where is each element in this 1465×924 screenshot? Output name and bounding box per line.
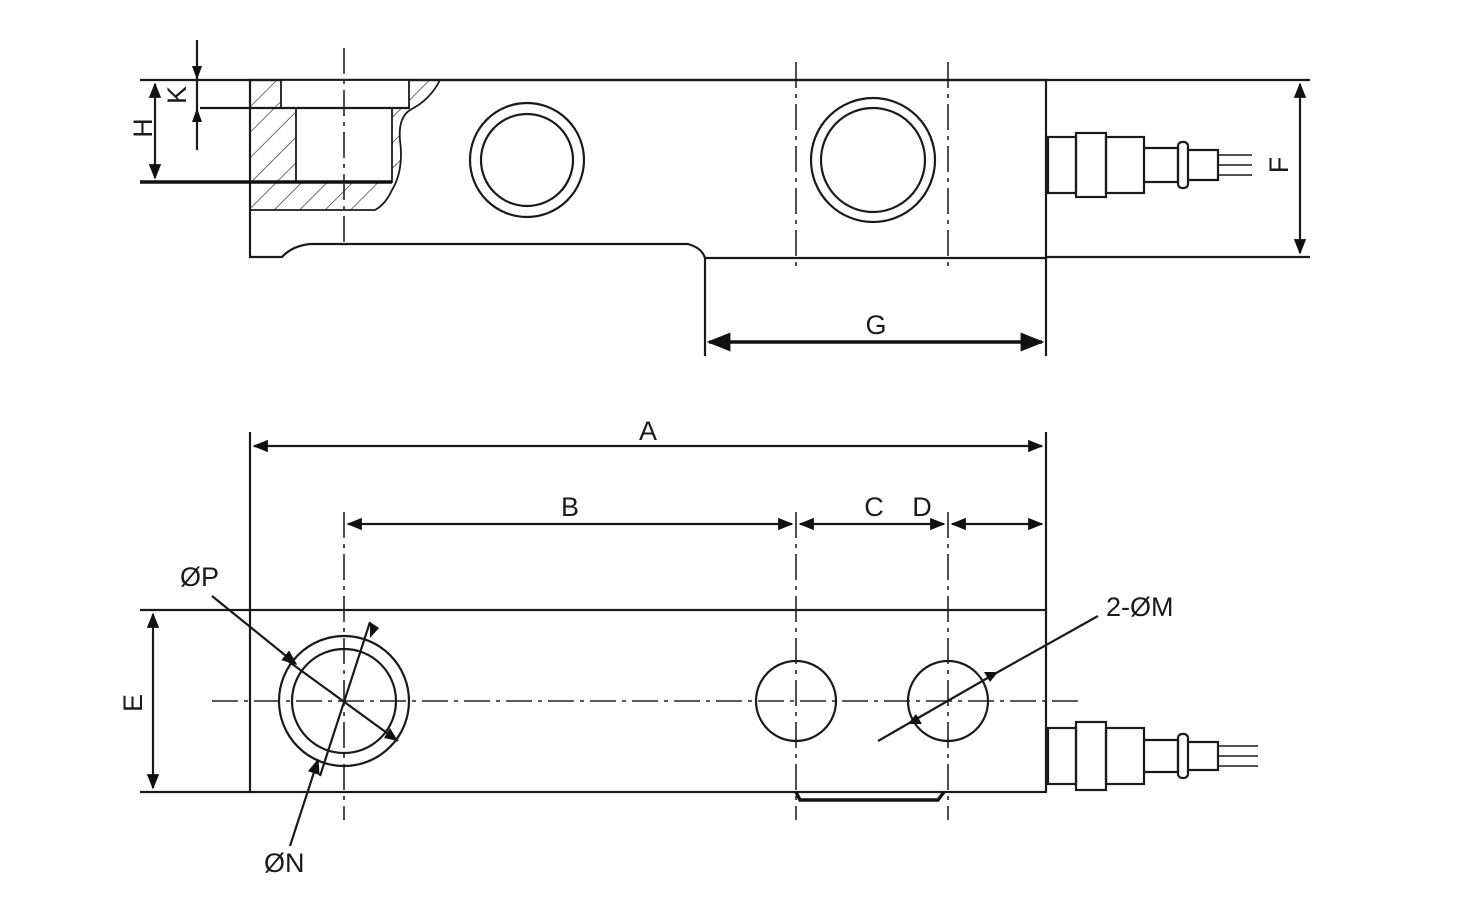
dia-m-leader	[997, 615, 1099, 673]
dim-a-label: A	[639, 416, 657, 446]
dim-m-label: 2-ØM	[1106, 592, 1174, 622]
side-gauge-outer	[468, 101, 586, 219]
top-hole-right	[906, 659, 990, 743]
top-cable-connector	[1046, 720, 1258, 792]
side-cable-connector	[1046, 131, 1252, 199]
top-hole-outer-p	[277, 634, 411, 768]
top-view: A B C D E ØP ØN 2-ØM	[118, 416, 1258, 878]
top-hole-inner-n	[290, 647, 398, 755]
side-view: K H F G	[128, 40, 1310, 356]
side-mount-inner	[819, 106, 927, 214]
side-gauge-inner	[479, 112, 575, 208]
top-bottom-step	[794, 790, 946, 802]
dim-p-label: ØP	[180, 562, 219, 592]
side-mount-outer	[809, 96, 937, 224]
dia-p-line	[287, 660, 399, 742]
dim-k-label: K	[162, 86, 192, 104]
dim-n-label: ØN	[264, 848, 305, 878]
dia-n-line	[318, 621, 372, 777]
dim-e-label: E	[118, 694, 148, 712]
dim-g-label: G	[865, 310, 886, 340]
dim-b-label: B	[561, 492, 579, 522]
section-hole-counterbore	[280, 79, 410, 109]
dia-m-line	[877, 671, 999, 742]
top-hole-middle	[754, 659, 838, 743]
dim-p-leader	[211, 595, 298, 665]
dim-c-label: C	[864, 492, 884, 522]
dim-n-leader	[288, 758, 320, 847]
side-body-outline	[248, 78, 1048, 260]
dim-f-label: F	[1264, 157, 1294, 174]
dim-h-label: H	[128, 118, 158, 138]
dim-d-label: D	[912, 492, 932, 522]
